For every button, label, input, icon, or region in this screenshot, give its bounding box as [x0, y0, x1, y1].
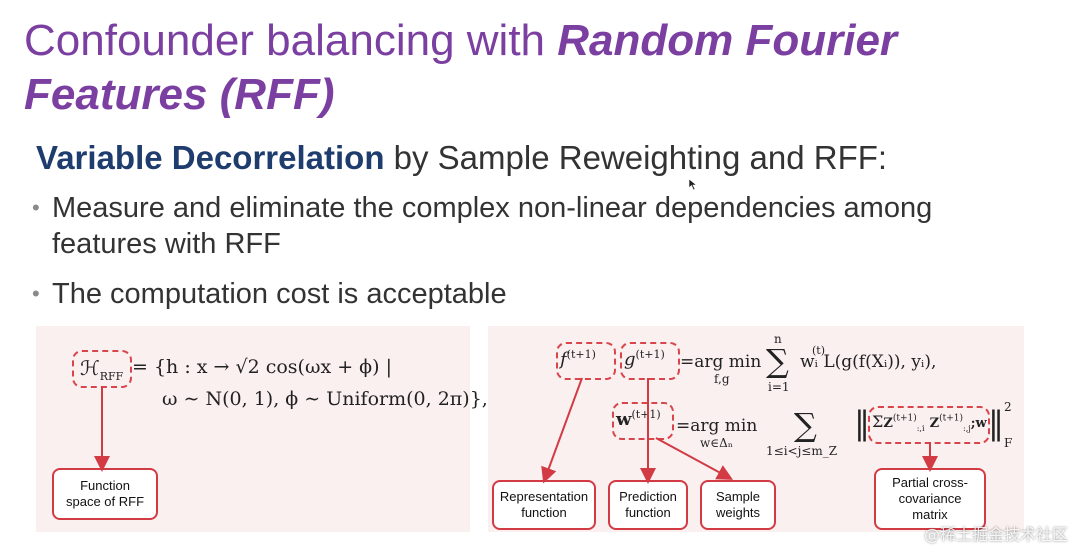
eq2-sum-bottom: 1≤i<j≤m_Z [766, 444, 838, 458]
norm-superscript: 2 [1004, 400, 1012, 414]
eq2-argmin: =arg min [676, 416, 758, 436]
h-symbol: ℋ [80, 356, 100, 380]
z-i-symbol: Z [883, 416, 893, 431]
watermark: @稀土掘金技术社区 [923, 525, 1068, 544]
w-symbol: w [616, 409, 632, 430]
bullet-list: • Measure and eliminate the complex non-l… [30, 190, 1030, 326]
representation-function-label: Representation function [492, 480, 596, 530]
bullet-item: • Measure and eliminate the complex non-l… [30, 190, 1030, 262]
f-symbol: f [560, 349, 567, 370]
covariance-term: ΣZ(t+1):,i Z(t+1):,j;w [872, 412, 987, 433]
bullet-text: The computation cost is acceptable [52, 278, 507, 310]
g-superscript: (t+1) [635, 348, 665, 361]
eq2-argmin-under: w∈Δₙ [700, 436, 734, 450]
eq1-sum-symbol: ∑ [766, 342, 789, 380]
title-plain: Confounder balancing with [24, 16, 558, 65]
g-highlight [620, 342, 680, 380]
eq1-body-text: wᵢ L(g(f(Xᵢ)), yᵢ), [800, 352, 937, 372]
eq1-sum-top: n [774, 332, 782, 346]
slide-subtitle: Variable Decorrelation by Sample Reweigh… [36, 138, 1066, 178]
left-arrows [94, 386, 110, 472]
norm-left-bar: ‖ [854, 404, 870, 442]
covariance-matrix-label: Partial cross-covariance matrix [874, 468, 986, 530]
z-j-symbol: Z [929, 416, 940, 431]
z-i-subscript: :,i [916, 424, 925, 434]
cov-w-symbol: ;w [970, 416, 987, 431]
eq2-sum-symbol: ∑ [794, 406, 817, 444]
figure-rff-function-space: ℋRFF = {h : x → √2 cos(ωx + ϕ) | ω ∼ N(0… [36, 326, 488, 532]
norm-right-bar: ‖ [988, 404, 1004, 442]
w-term: w(t+1) [616, 408, 661, 430]
norm-subscript: F [1004, 436, 1013, 450]
title-emphasis: Random Fourier Features (RFF) [24, 16, 898, 119]
h-subscript: RFF [99, 370, 124, 383]
h-rff-symbol: ℋRFF [80, 356, 123, 383]
f-highlight [556, 342, 616, 380]
rff-equation-line-2: ω ∼ N(0, 1), ϕ ∼ Uniform(0, 2π)}, [162, 388, 488, 410]
slide-title: Confounder balancing with Random Fourier… [24, 14, 1064, 122]
rff-equation-line-1: = {h : x → √2 cos(ωx + ϕ) | [132, 356, 392, 378]
f-term: f(t+1) [560, 348, 596, 370]
z-j-subscript: :,j [963, 424, 971, 434]
eq1-w-superscript: (t) [812, 344, 826, 357]
sample-weights-label: Sample weights [700, 480, 776, 530]
z-i-superscript: (t+1) [892, 413, 917, 424]
subtitle-accent: Variable Decorrelation [36, 139, 385, 176]
eq1-sum-bottom: i=1 [768, 380, 790, 394]
bullet-item: • The computation cost is acceptable [30, 276, 1030, 312]
f-superscript: (t+1) [566, 348, 596, 361]
w-superscript: (t+1) [631, 408, 661, 421]
bullet-dot-icon: • [32, 195, 40, 220]
z-j-superscript: (t+1) [939, 413, 964, 424]
figure-objective: f(t+1) g(t+1) =arg min f,g n ∑ i=1 wᵢ L(… [488, 326, 1024, 532]
eq1-argmin: =arg min [680, 352, 762, 372]
eq1-body: wᵢ L(g(f(Xᵢ)), yᵢ),(t) [800, 344, 937, 372]
mouse-cursor-icon [688, 178, 698, 191]
eq1-argmin-under: f,g [714, 372, 730, 386]
subtitle-rest: by Sample Reweighting and RFF: [384, 139, 888, 176]
bullet-text: Measure and eliminate the complex non-li… [52, 192, 933, 260]
g-symbol: g [624, 349, 636, 370]
w-highlight [612, 402, 674, 440]
g-term: g(t+1) [624, 348, 665, 370]
bullet-dot-icon: • [32, 281, 40, 306]
right-arrows [541, 377, 938, 484]
function-space-label: Function space of RFF [52, 468, 158, 520]
sigma-symbol: Σ [872, 412, 884, 431]
